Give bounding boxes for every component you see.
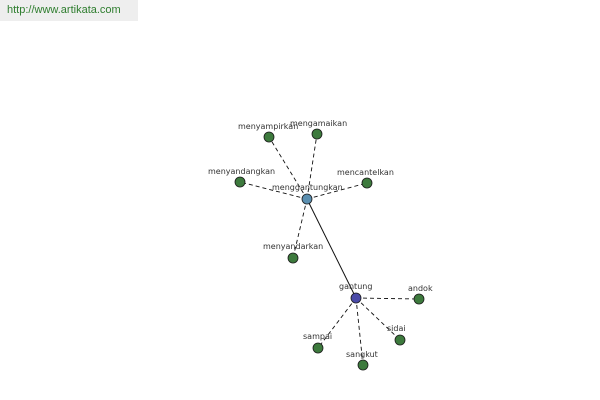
edge-menggantungkan-menyampirkan [268,136,308,200]
edge-menggantungkan-mencantelkan [306,182,368,200]
node-label-menggantungkan: menggantungkan [272,183,343,192]
node-label-mencantelkan: mencantelkan [337,168,394,177]
edge-menggantungkan-mengamaikan [306,133,318,200]
labels-layer: menggantungkan gantung menyampirkanmengama… [208,119,433,359]
node-sampai[interactable] [312,342,324,354]
nodes-layer [234,128,425,371]
node-mengamaikan[interactable] [311,128,323,140]
node-menyandarkan[interactable] [287,252,299,264]
url-banner: http://www.artikata.com [0,0,138,21]
node-mencantelkan[interactable] [361,177,373,189]
node-menyampirkan[interactable] [263,131,275,143]
site-url-link[interactable]: http://www.artikata.com [7,4,121,16]
node-sidai[interactable] [394,334,406,346]
node-gantung[interactable] [350,292,362,304]
node-label-sampai: sampai [303,332,332,341]
node-label-sangkut: sangkut [346,350,378,359]
edge-menggantungkan-menyandarkan [292,198,308,259]
edge-gantung-sangkut [355,297,364,366]
node-menggantungkan[interactable] [301,193,313,205]
edge-menggantungkan-menyandangkan [239,181,308,200]
edges-layer [239,133,420,366]
edge-menggantungkan-gantung [306,198,357,299]
node-andok[interactable] [413,293,425,305]
edge-gantung-sidai [355,297,401,341]
edge-gantung-sampai [317,297,357,349]
node-label-mengamaikan: mengamaikan [290,119,347,128]
node-sangkut[interactable] [357,359,369,371]
node-label-sidai: sidai [387,324,406,333]
node-label-andok: andok [408,284,433,293]
node-label-menyampirkan: menyampirkan [238,122,298,131]
edge-gantung-andok [355,297,420,300]
node-label-menyandangkan: menyandangkan [208,167,275,176]
node-label-menyandarkan: menyandarkan [263,242,323,251]
node-label-gantung: gantung [339,282,372,291]
node-menyandangkan[interactable] [234,176,246,188]
